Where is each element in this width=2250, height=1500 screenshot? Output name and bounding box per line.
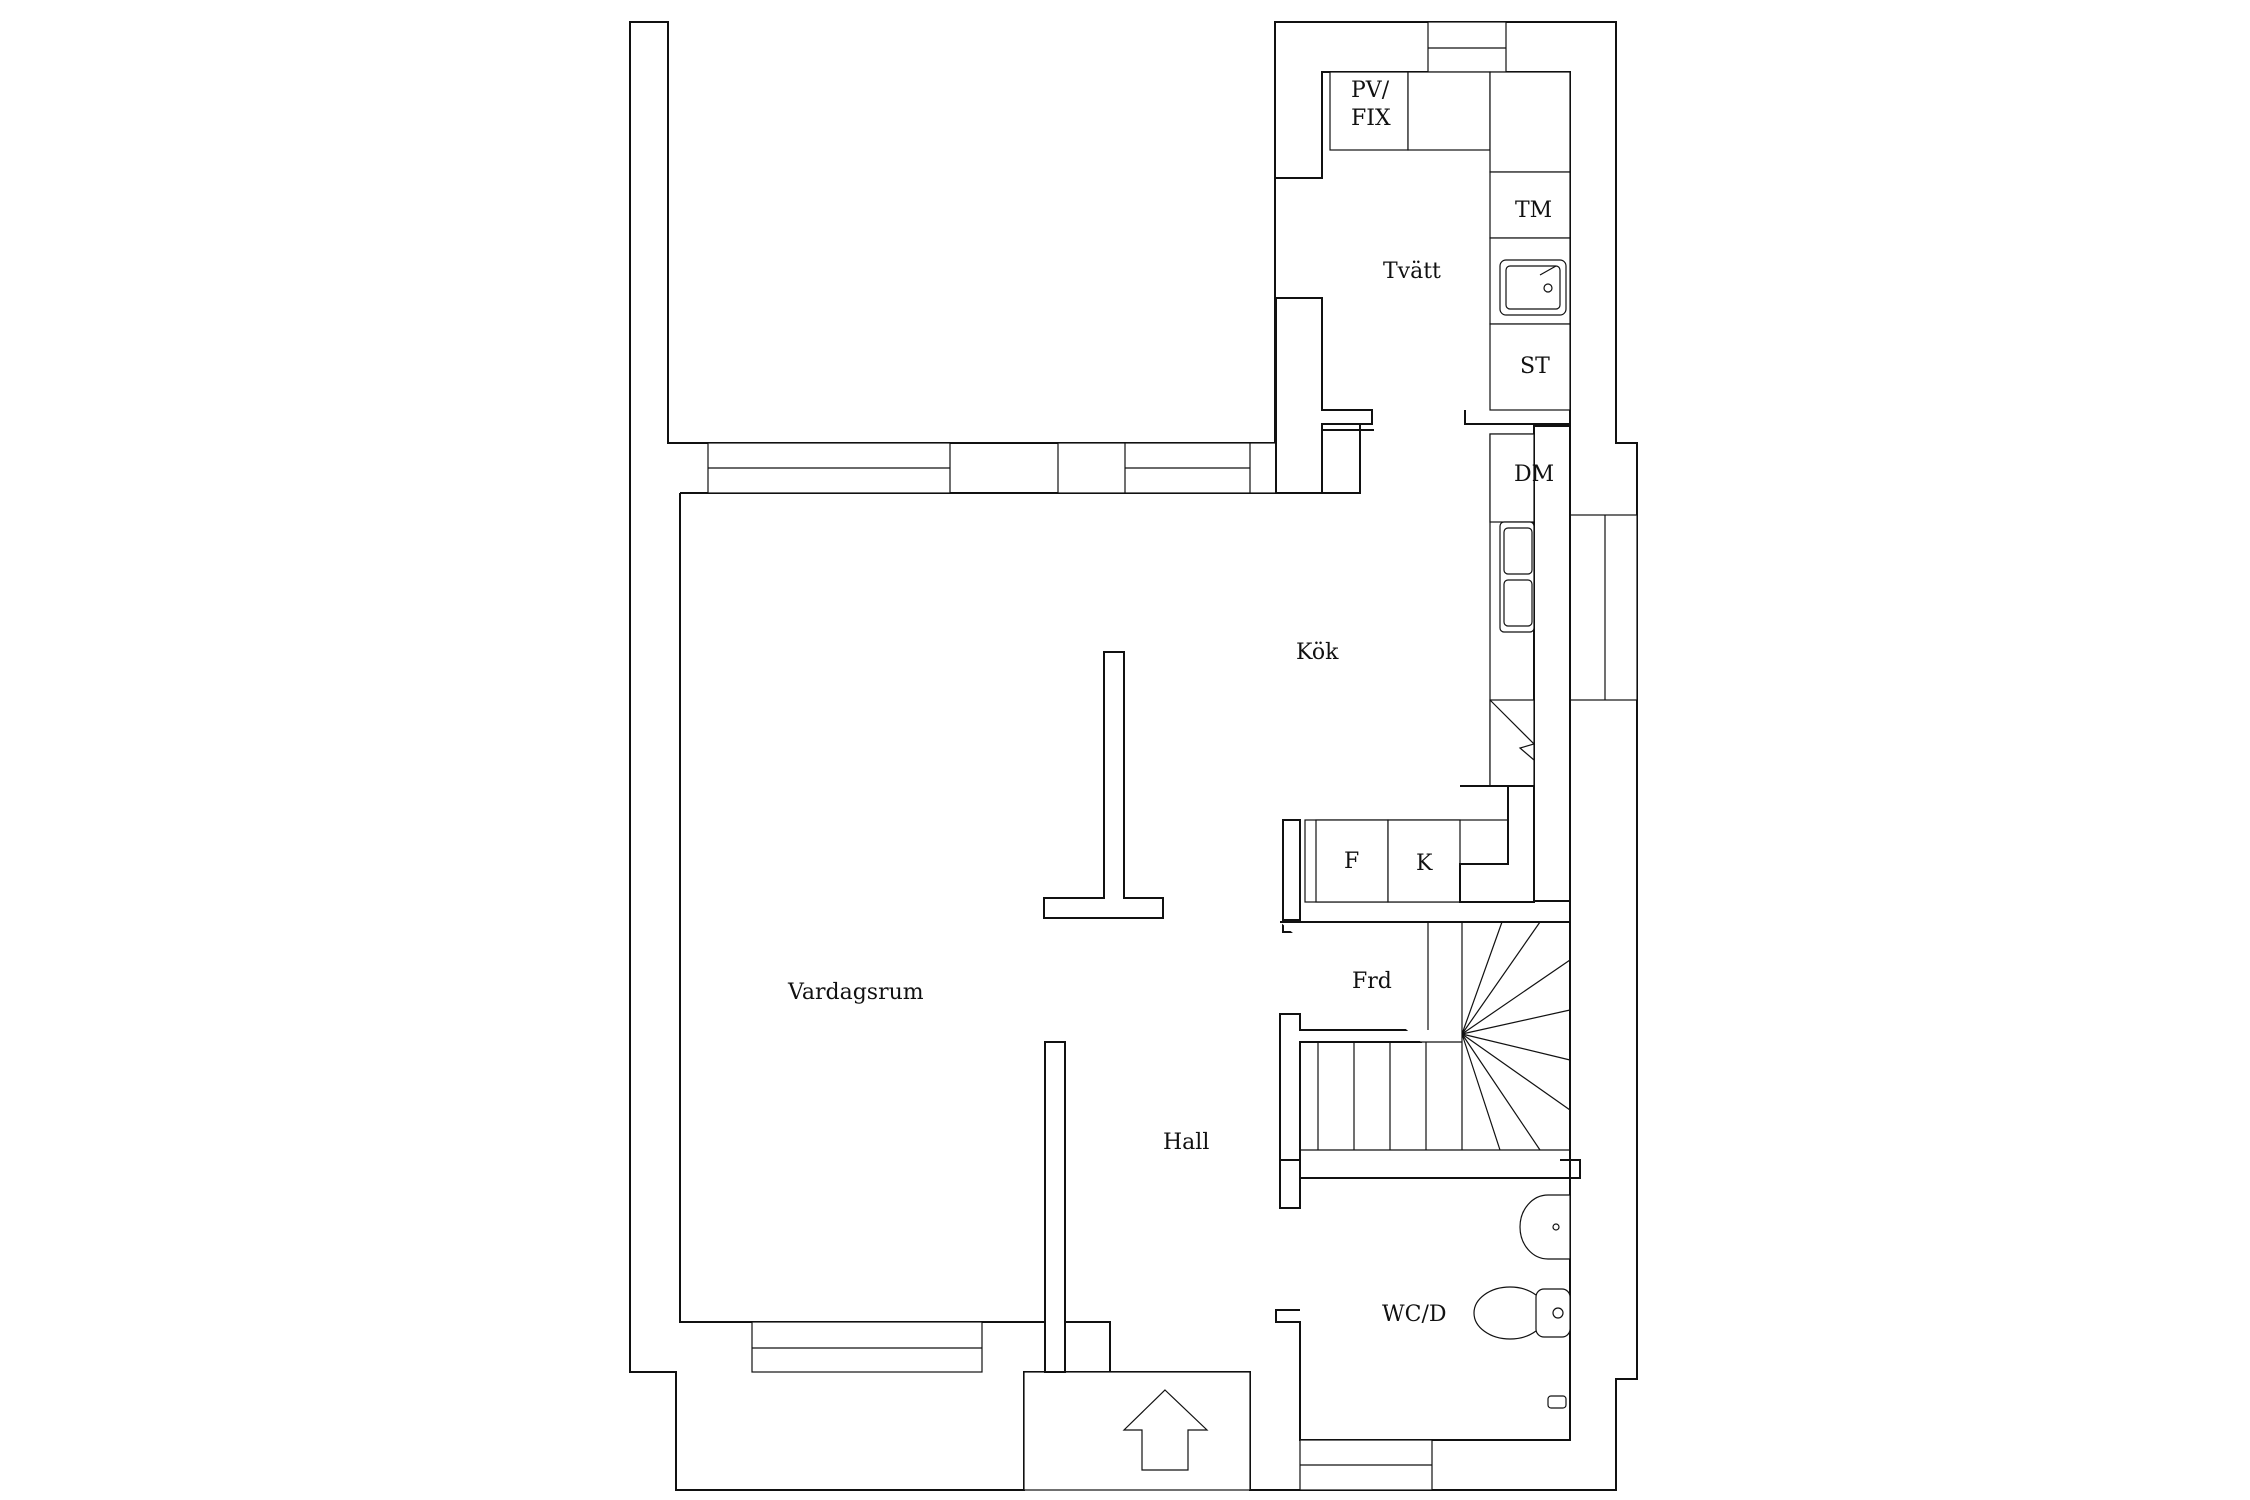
window-north [1427,21,1507,73]
pv-fix-cabinet [1329,71,1409,151]
window-east [1569,514,1638,701]
hall-divider [1044,1041,1066,1373]
freezer [1315,819,1389,903]
washbasin-icon [1519,1194,1571,1260]
tumble-dryer [1489,171,1571,239]
laundry-counter-top [1407,71,1491,151]
toilet-icon [1473,1286,1547,1340]
shower-head-icon [1547,1395,1567,1409]
sink-basin-icon [1499,259,1567,316]
outer-walls [629,21,1638,1491]
partitions [1043,297,1581,1373]
west-wall [629,21,1638,1491]
kitchen-divider [1043,651,1164,919]
kitchen-island [1533,425,1571,902]
kitchen-sink-icon [1499,521,1535,633]
entrance [1023,1371,1251,1491]
label-closet: Frd [1352,969,1392,994]
kitchen-fixtures [1304,425,1571,903]
laundry-fixtures [1329,71,1571,411]
laundry-wall [1275,297,1373,494]
label-drying-cabinet: ST [1520,354,1550,379]
laundry-corner [1489,71,1571,173]
fridge [1387,819,1461,903]
drying-cabinet [1489,323,1571,411]
staircase [1300,921,1571,1151]
stove [1489,699,1535,787]
label-kitchen: Kök [1296,640,1339,665]
entrance-arrow-icon [1122,1389,1209,1471]
wc-fixtures [1473,1194,1571,1409]
closet-wall [1282,819,1301,921]
wc-wall [1279,1159,1581,1209]
label-fridge: K [1416,851,1433,876]
label-dishwasher: DM [1514,462,1554,487]
label-hall: Hall [1163,1130,1209,1155]
dishwasher [1489,433,1535,523]
label-pv-fix-1: PV/ [1351,78,1390,103]
label-bathroom: WC/D [1382,1302,1447,1327]
label-pv-fix-2: FIX [1351,106,1391,131]
label-tumble-dryer: TM [1515,198,1552,223]
label-living-room: Vardagsrum [787,980,924,1005]
label-freezer: F [1344,849,1359,874]
window-bottom-left [751,1321,983,1373]
label-laundry: Tvätt [1383,259,1441,284]
